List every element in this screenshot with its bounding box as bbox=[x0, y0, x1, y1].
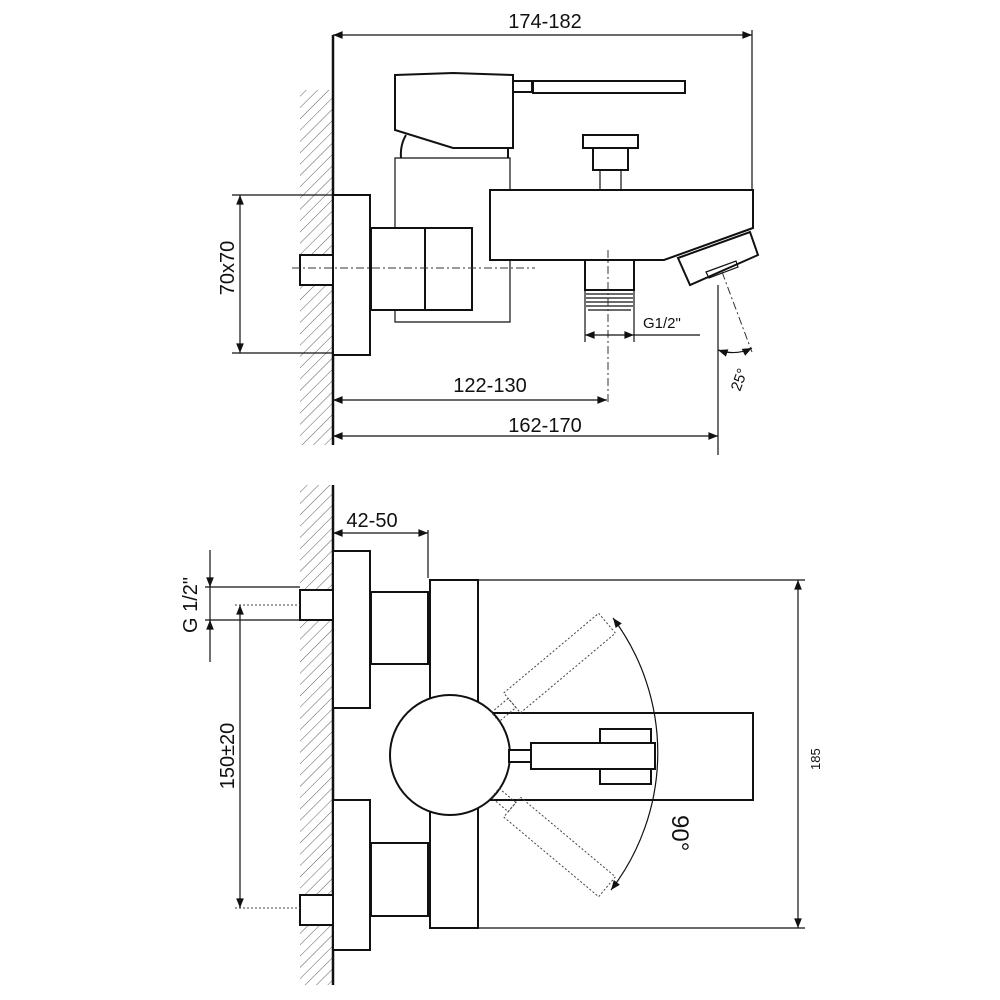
lower-flange bbox=[332, 799, 371, 951]
label-flange-size: 70x70 bbox=[217, 241, 239, 296]
lower-inlet-pipe bbox=[299, 894, 334, 926]
side-view: 174-182 G1/2" 7 bbox=[217, 11, 760, 455]
label-body-height: 185 bbox=[808, 748, 823, 770]
label-shower-distance: 122-130 bbox=[453, 375, 526, 397]
label-inlet-spacing: 150±20 bbox=[217, 723, 239, 790]
upper-inlet-pipe bbox=[299, 589, 334, 621]
label-shower-thread: G1/2" bbox=[643, 315, 681, 332]
label-spout-angle: 25° bbox=[728, 366, 752, 393]
diverter-knob bbox=[582, 134, 639, 149]
mixer-handle bbox=[394, 71, 514, 149]
upper-flange bbox=[332, 550, 371, 709]
inlet-pipe bbox=[299, 254, 334, 286]
lever-connector bbox=[512, 80, 533, 93]
label-inlet-thread: G 1/2" bbox=[180, 577, 202, 633]
spout-outlet bbox=[676, 230, 760, 287]
label-spout-distance: 162-170 bbox=[508, 415, 581, 437]
label-lever-rotation: 90° bbox=[666, 815, 693, 851]
lever bbox=[532, 80, 686, 94]
upper-eccentric bbox=[370, 591, 429, 665]
label-overall-length: 174-182 bbox=[508, 11, 581, 33]
wall-flange bbox=[332, 194, 371, 356]
shower-outlet bbox=[584, 259, 635, 291]
lever-top bbox=[530, 742, 656, 770]
lower-eccentric bbox=[370, 842, 429, 917]
lever-rotation-arc bbox=[610, 617, 659, 891]
dim-spout-angle bbox=[717, 347, 753, 357]
spout bbox=[489, 189, 754, 261]
eccentric-nut bbox=[370, 227, 426, 311]
label-wall-depth: 42-50 bbox=[346, 510, 397, 532]
valve-body bbox=[394, 157, 511, 323]
top-view: 42-50 90° 185 G 1/2" bbox=[180, 485, 823, 985]
